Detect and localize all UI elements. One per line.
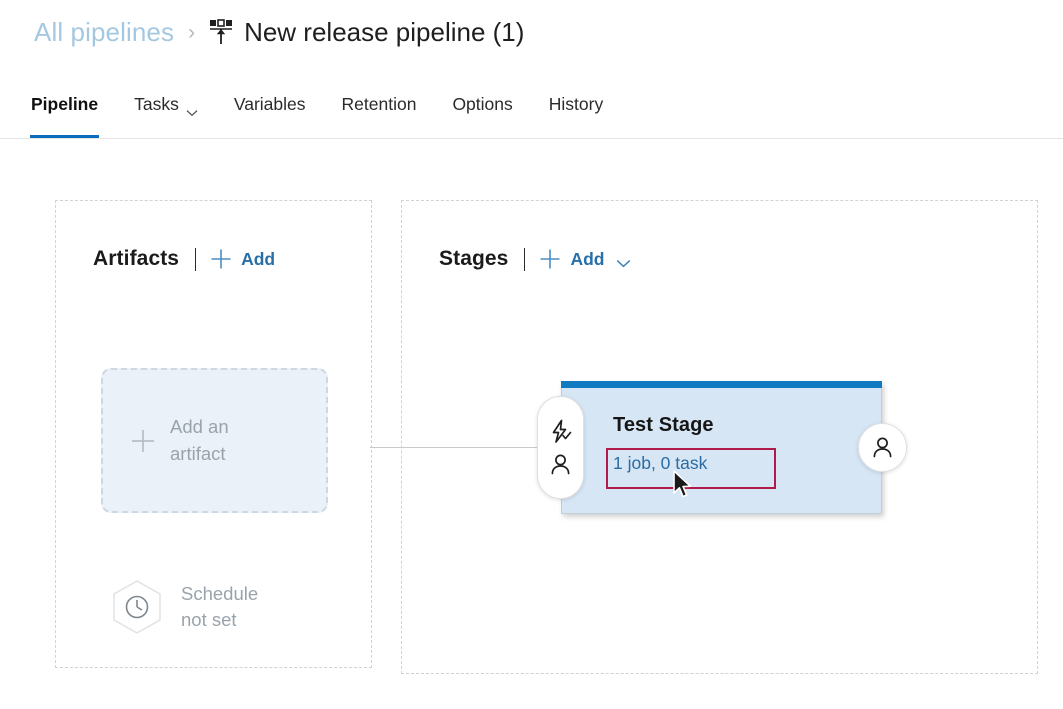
tab-pipeline[interactable]: Pipeline <box>29 80 100 138</box>
schedule-item[interactable]: Schedule not set <box>111 579 258 635</box>
plus-icon <box>130 428 156 454</box>
breadcrumb: All pipelines › New release pipeline (1) <box>34 10 524 54</box>
add-artifact-button[interactable]: Add <box>241 248 276 269</box>
chevron-down-icon <box>186 101 198 117</box>
artifact-to-stage-connector <box>370 447 542 448</box>
stages-panel: Stages Add <box>401 200 1038 674</box>
stage-card-test-stage[interactable] <box>561 381 882 514</box>
plus-icon[interactable] <box>210 248 232 270</box>
lightning-check-icon <box>548 419 573 444</box>
tab-options[interactable]: Options <box>452 80 512 124</box>
pre-deployment-conditions-button[interactable] <box>537 396 584 499</box>
add-an-artifact-label: Add an artifact <box>170 416 229 464</box>
stage-name-label: Test Stage <box>613 414 714 436</box>
plus-icon[interactable] <box>539 248 561 270</box>
header-divider <box>524 247 526 271</box>
tab-variables[interactable]: Variables <box>234 80 306 124</box>
artifacts-header: Artifacts Add <box>93 247 275 271</box>
stage-jobs-link[interactable]: 1 job, 0 task <box>613 453 708 473</box>
artifacts-title: Artifacts <box>93 247 180 270</box>
artifacts-panel: Artifacts Add Add an artifact <box>55 200 372 668</box>
add-stage-button[interactable]: Add <box>570 248 605 269</box>
breadcrumb-separator: › <box>188 20 196 44</box>
page-title: New release pipeline (1) <box>244 16 525 47</box>
stages-header: Stages Add <box>439 247 631 271</box>
release-pipeline-icon <box>208 17 234 47</box>
tab-variables-label: Variables <box>233 94 306 114</box>
breadcrumb-all-pipelines-link[interactable]: All pipelines <box>34 16 175 47</box>
tab-bar: Pipeline Tasks Variables Retention Optio… <box>0 80 1063 139</box>
tab-history-label: History <box>548 94 604 114</box>
add-an-artifact-tile[interactable]: Add an artifact <box>101 368 328 513</box>
person-icon <box>870 435 895 460</box>
post-deployment-conditions-button[interactable] <box>858 423 907 472</box>
stage-card-status-bar <box>561 381 882 388</box>
tab-pipeline-label: Pipeline <box>31 94 99 114</box>
tab-tasks-label: Tasks <box>134 94 179 114</box>
chevron-down-icon[interactable] <box>616 255 631 267</box>
tab-retention-label: Retention <box>341 94 417 114</box>
tab-tasks[interactable]: Tasks <box>134 80 198 124</box>
schedule-clock-icon <box>111 579 163 635</box>
person-icon <box>548 452 573 477</box>
stages-title: Stages <box>439 247 509 270</box>
tab-history[interactable]: History <box>549 80 603 124</box>
tab-options-label: Options <box>452 94 513 114</box>
tab-retention[interactable]: Retention <box>342 80 417 124</box>
schedule-label: Schedule not set <box>181 582 259 630</box>
header-divider <box>195 247 197 271</box>
